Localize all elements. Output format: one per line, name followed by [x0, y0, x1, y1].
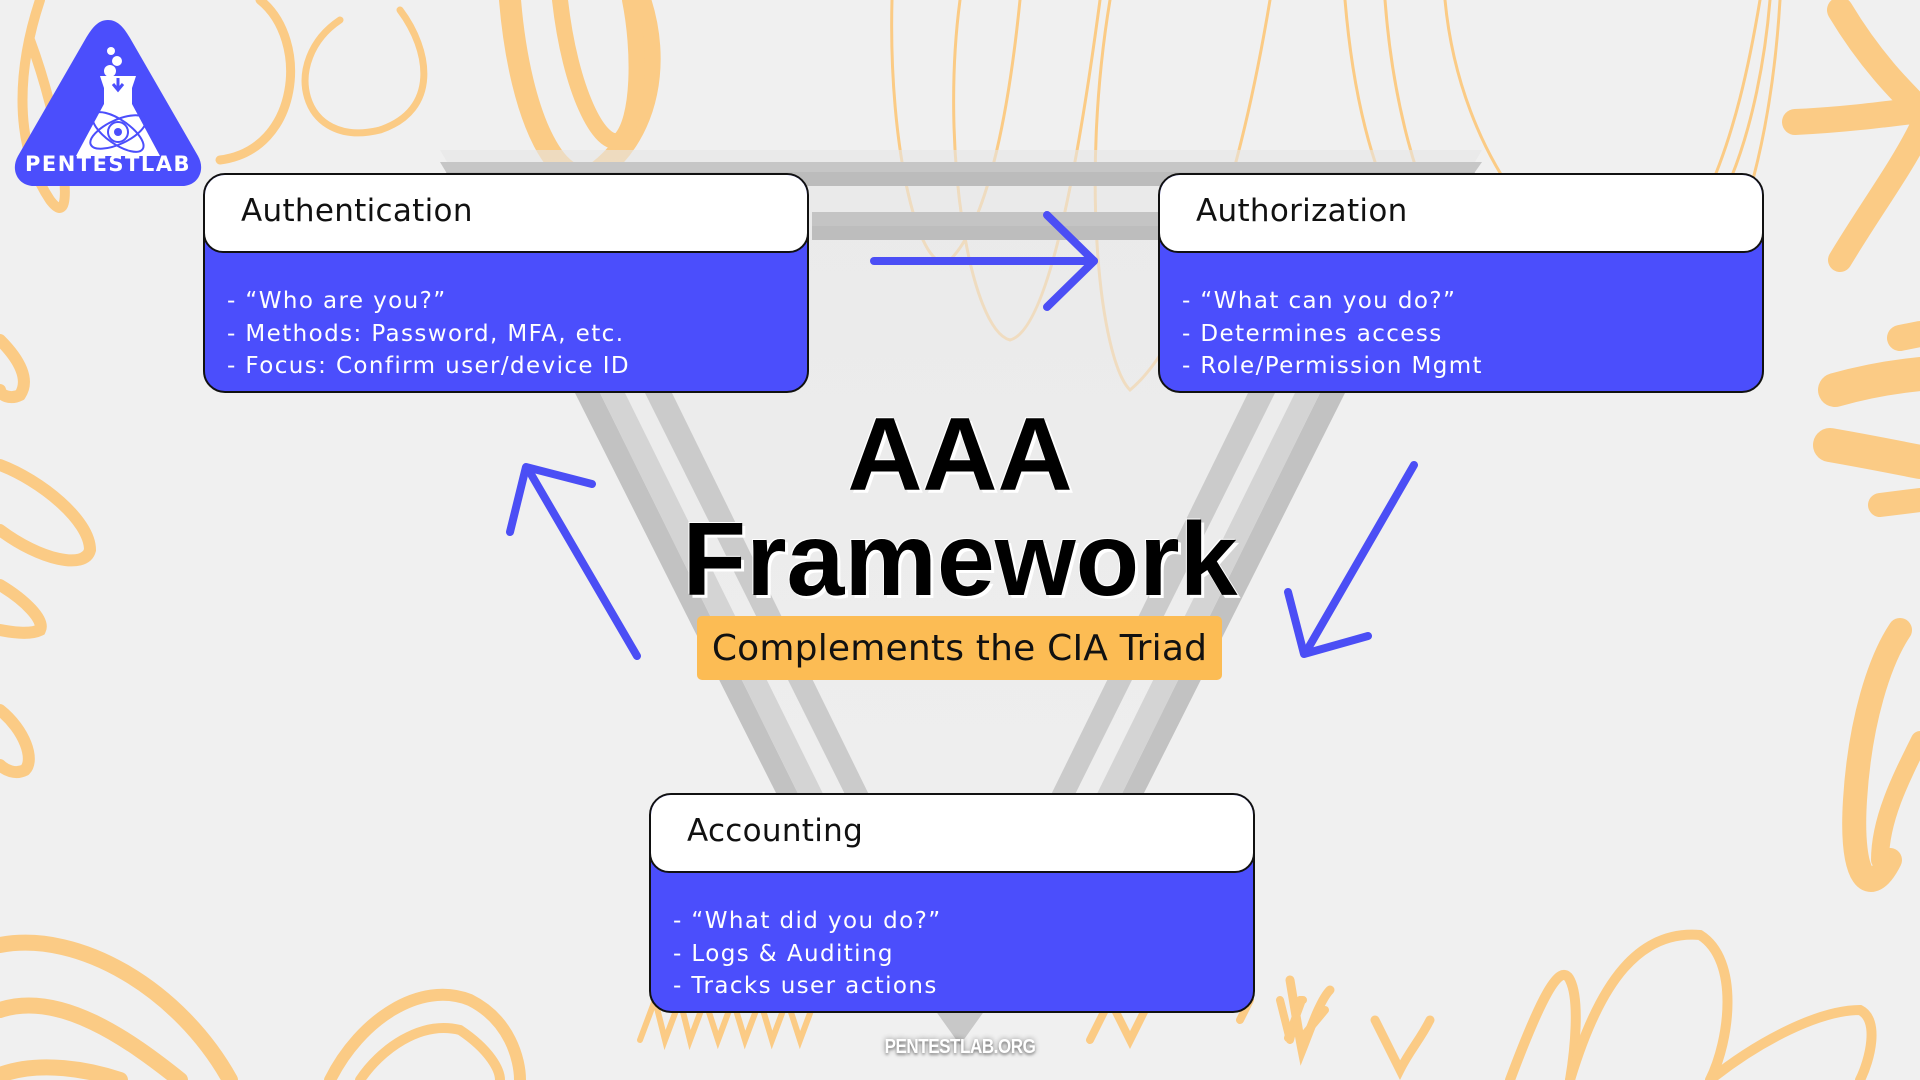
arrow-up-left-icon — [506, 463, 641, 660]
card-title: Authorization — [1196, 193, 1408, 229]
card-title: Authentication — [241, 193, 473, 229]
footer-site-label: PENTESTLAB.ORG — [884, 1036, 1036, 1058]
card-body: - “What did you do?” - Logs & Auditing -… — [673, 905, 942, 1003]
card-line: - Determines access — [1182, 320, 1443, 347]
page-title-aaa: AAA — [847, 397, 1073, 513]
subtitle-badge: Complements the CIA Triad — [697, 616, 1222, 680]
card-accounting: Accounting - “What did you do?” - Logs &… — [649, 793, 1255, 1013]
card-line: - “What can you do?” — [1182, 288, 1457, 314]
card-body: - “Who are you?” - Methods: Password, MF… — [227, 285, 630, 383]
card-line: - “What did you do?” — [673, 908, 942, 934]
card-line: - Focus: Confirm user/device ID — [227, 353, 630, 379]
card-line: - Role/Permission Mgmt — [1182, 353, 1483, 379]
card-title: Accounting — [687, 813, 864, 849]
logo-brand-text: PENTESTLAB — [24, 152, 192, 176]
card-header: Authentication — [205, 175, 807, 253]
card-line: - “Who are you?” — [227, 288, 447, 314]
subtitle-text: Complements the CIA Triad — [711, 627, 1208, 669]
card-line: - Logs & Auditing — [673, 940, 894, 967]
pentestlab-logo — [10, 14, 206, 190]
card-authorization: Authorization - “What can you do?” - Det… — [1158, 173, 1764, 393]
page-title-framework: Framework — [682, 502, 1238, 618]
card-line: - Tracks user actions — [673, 973, 938, 999]
card-authentication: Authentication - “Who are you?” - Method… — [203, 173, 809, 393]
card-line: - Methods: Password, MFA, etc. — [227, 320, 625, 347]
card-body: - “What can you do?” - Determines access… — [1182, 285, 1483, 383]
flask-atom-icon — [14, 20, 202, 186]
arrow-down-left-icon — [1284, 461, 1418, 658]
card-header: Accounting — [651, 795, 1253, 873]
card-header: Authorization — [1160, 175, 1762, 253]
arrow-right-icon — [870, 211, 1098, 311]
